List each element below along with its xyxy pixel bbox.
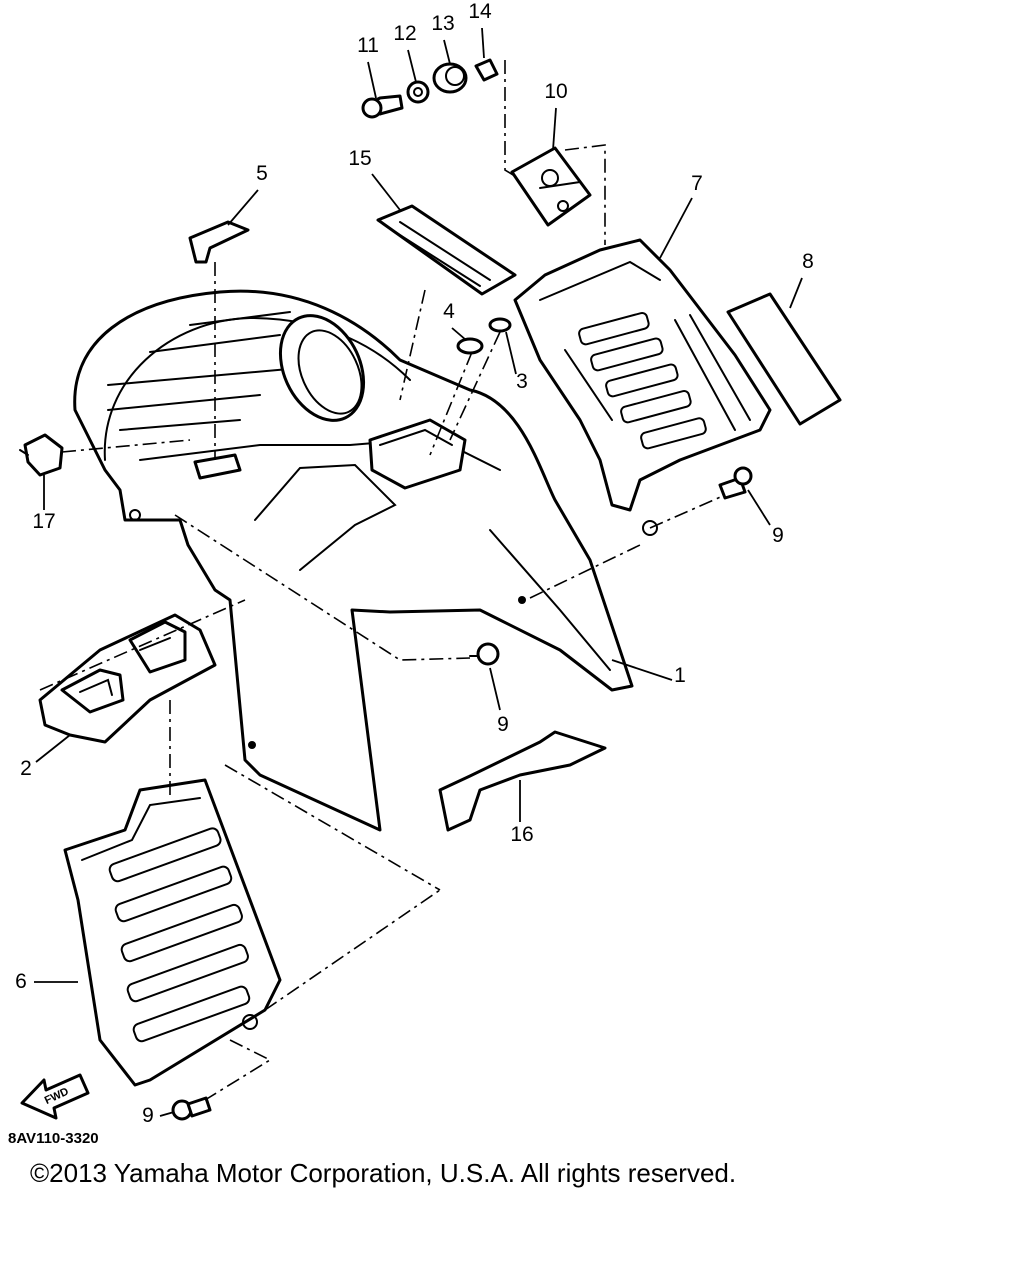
bolt-9-bottom [171,1096,212,1121]
part-8-pad [726,292,842,426]
callout-3: 3 [516,370,528,393]
callout-12: 12 [393,22,416,45]
callout-17: 17 [32,510,55,533]
hardware-stack-11-14 [361,58,499,119]
upper-cover-louvers [564,312,751,450]
callout-15: 15 [348,147,371,170]
part-1-main-body [73,289,634,832]
callout-leader-lines [34,27,803,1117]
callout-11: 11 [357,34,379,57]
part-3-grommet [488,317,512,333]
callout-labels: 11 12 13 14 10 5 15 7 8 4 3 17 9 1 9 2 16 6 9 [15,0,814,1127]
callout-14: 14 [468,0,492,23]
callout-13: 13 [431,12,454,35]
part-4-grommet [456,337,484,355]
part-code: 8AV110-3320 [8,1130,99,1147]
part-6-lower-side-cover [63,778,282,1087]
callout-5: 5 [256,162,268,185]
part-5-clip [188,220,250,264]
callout-4: 4 [443,300,455,323]
assembly-lead-lines [39,60,726,1101]
callout-6: 6 [15,970,27,993]
callout-1: 1 [674,664,686,687]
callout-10: 10 [544,80,567,103]
callout-7: 7 [691,172,703,195]
part-17-connector [19,433,64,477]
callout-9: 9 [772,524,784,547]
callout-9: 9 [497,713,509,736]
callout-9: 9 [142,1104,154,1127]
part-10-latch [510,146,592,227]
lower-cover-louvers [108,827,251,1043]
fwd-arrow-icon: FWD [20,1073,90,1120]
part-2-switch-bracket [38,613,217,744]
part-7-upper-side-cover [513,238,772,536]
bolt-9-middle [469,642,500,666]
callout-2: 2 [20,757,32,780]
copyright-notice: ©2013 Yamaha Motor Corporation, U.S.A. A… [30,1158,737,1188]
callout-8: 8 [802,250,814,273]
bolt-9-right [718,466,753,500]
part-15-decal-strip [376,204,517,296]
callout-16: 16 [510,823,533,846]
part-16-lower-decal [438,730,607,832]
